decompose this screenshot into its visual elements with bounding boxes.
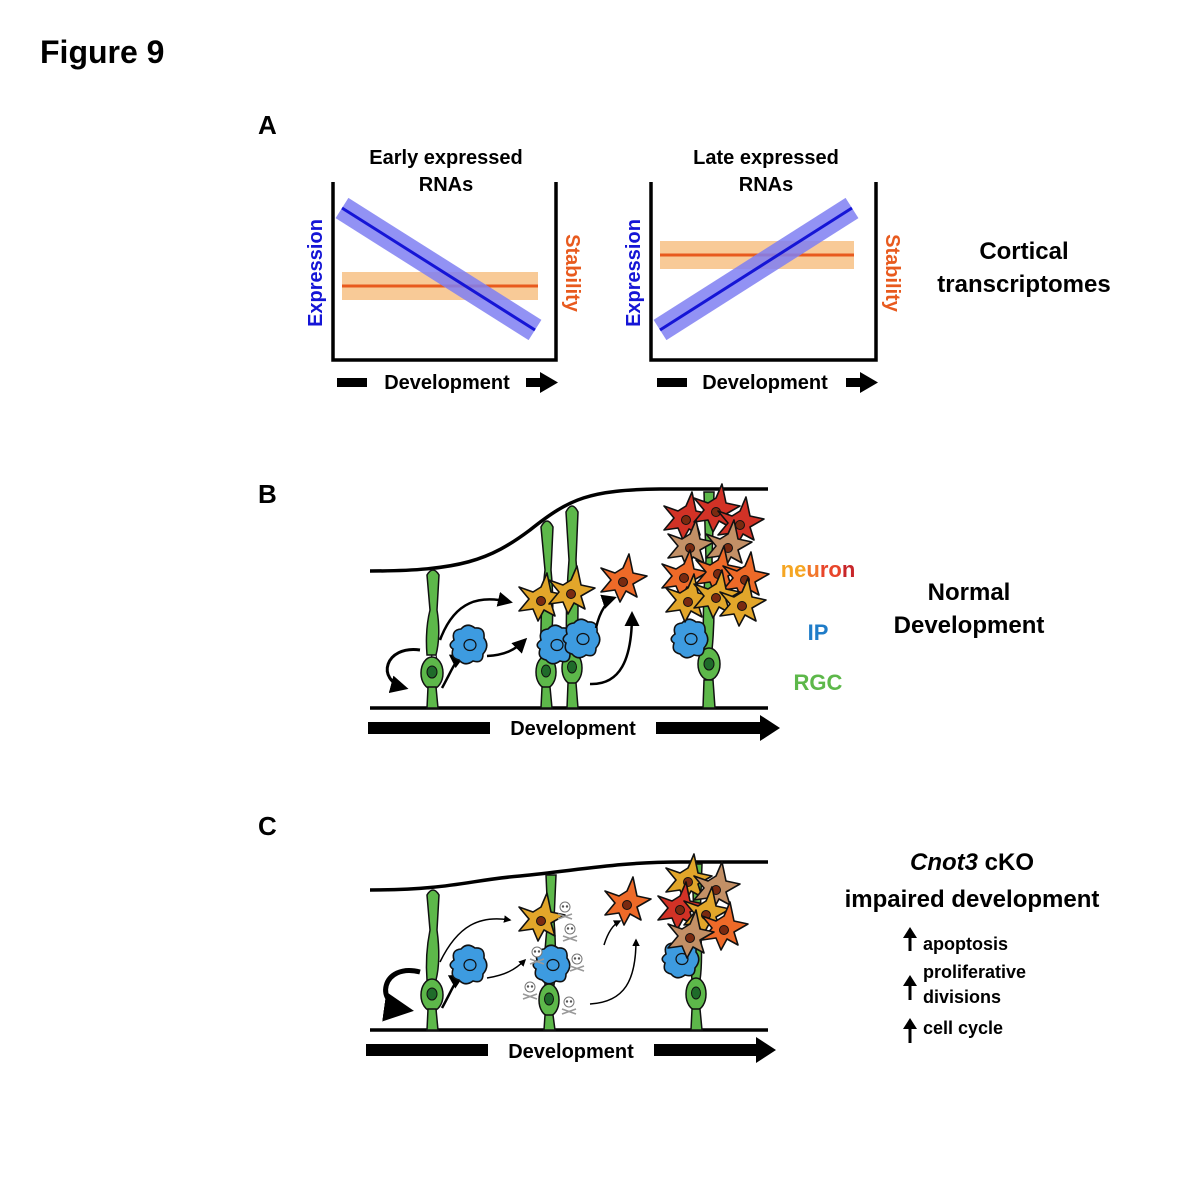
panel-a-side-text-line1: Cortical xyxy=(979,238,1068,265)
panel-c-label: C xyxy=(258,811,277,841)
late-expression-line xyxy=(659,206,853,332)
late-chart-title-line2: RNAs xyxy=(739,174,793,196)
c-self-renew-arrow-thick xyxy=(382,968,421,1022)
rgc-cell xyxy=(420,569,444,709)
normal-development-cortex: Development xyxy=(368,483,780,741)
c-arrow-to-migrating-neuron xyxy=(603,920,622,946)
neuron-cell xyxy=(600,553,648,603)
skull-icon xyxy=(522,981,538,1000)
up-arrow-icon xyxy=(903,975,917,1000)
ip-cell xyxy=(449,944,488,985)
legend-ip: IP xyxy=(808,620,829,645)
legend-neuron: neuron xyxy=(781,557,856,582)
impaired-development-cortex: Development xyxy=(366,853,776,1063)
b-arrow-ip-to-neuron xyxy=(486,637,528,658)
effect-apoptosis: apoptosis xyxy=(923,934,1008,954)
b-arrow-rgc-to-late-neuron xyxy=(589,611,640,686)
legend-neuron-ro: ro xyxy=(820,557,842,582)
early-dev-arrow-head xyxy=(526,372,558,393)
legend-neuron-ne: ne xyxy=(781,557,807,582)
panel-c-title-line2: impaired development xyxy=(845,886,1100,913)
skull-icon xyxy=(569,953,585,972)
cko-suffix: cKO xyxy=(978,849,1034,876)
rgc-cell xyxy=(420,889,444,1031)
figure-label: Figure 9 xyxy=(40,34,164,70)
ip-cell xyxy=(562,618,601,659)
b-dev-arrow-head xyxy=(656,715,780,741)
panel-a-side-text-line2: transcriptomes xyxy=(937,271,1110,298)
c-arrow-ip-to-neuron xyxy=(486,958,527,979)
panel-b-label: B xyxy=(258,479,277,509)
early-expression-line xyxy=(341,206,536,332)
legend-neuron-u: u xyxy=(806,557,819,582)
panel-a-label: A xyxy=(258,110,277,140)
b-arrow-to-migrating-neuron xyxy=(594,594,617,629)
panel-c-title-line1: Cnot3 cKO xyxy=(910,849,1034,876)
legend-neuron-n: n xyxy=(842,557,855,582)
b-pial-surface xyxy=(369,487,768,573)
c-pial-surface xyxy=(369,860,768,892)
early-expression-axis-label: Expression xyxy=(305,219,327,327)
effect-proliferative: proliferative xyxy=(923,962,1026,982)
b-development-label: Development xyxy=(510,718,636,740)
neuron-cell xyxy=(604,876,652,926)
legend-rgc: RGC xyxy=(794,670,843,695)
late-chart-axes xyxy=(649,182,878,362)
early-dev-arrow-tail xyxy=(337,378,367,387)
c-dev-arrow-tail xyxy=(366,1044,488,1056)
early-rnas-chart: Early expressed RNAs Expression Stabilit… xyxy=(305,147,583,394)
early-chart-title-line2: RNAs xyxy=(419,174,473,196)
ip-cell xyxy=(449,624,488,665)
early-chart-axes xyxy=(331,182,558,362)
b-self-renew-arrow xyxy=(385,648,421,693)
c-dev-arrow-head xyxy=(654,1037,776,1063)
effects-list: apoptosis proliferative divisions cell c… xyxy=(903,927,1026,1043)
skull-icon xyxy=(561,996,577,1015)
early-chart-title-line1: Early expressed xyxy=(369,147,522,169)
c-arrow-rgc-to-late-neuron xyxy=(589,938,640,1005)
panel-b-side-text-line1: Normal xyxy=(928,579,1011,606)
early-stability-axis-label: Stability xyxy=(561,234,583,313)
effect-divisions: divisions xyxy=(923,987,1001,1007)
late-stability-axis-label: Stability xyxy=(881,234,903,313)
late-chart-title-line1: Late expressed xyxy=(693,147,839,169)
late-expression-axis-label: Expression xyxy=(623,219,645,327)
cnot3-gene-name: Cnot3 xyxy=(910,849,979,876)
late-development-label: Development xyxy=(702,372,828,394)
late-rnas-chart: Late expressed RNAs Expression Stability… xyxy=(623,147,903,394)
up-arrow-icon xyxy=(903,927,917,951)
b-dev-arrow-tail xyxy=(368,722,490,734)
ip-cell xyxy=(670,618,709,659)
effect-cell-cycle: cell cycle xyxy=(923,1018,1003,1038)
b-arrow-rgc-to-neuron xyxy=(438,591,513,641)
up-arrow-icon xyxy=(903,1018,917,1043)
c-arrow-rgc-to-neuron xyxy=(439,915,512,963)
late-dev-arrow-tail xyxy=(657,378,687,387)
early-development-label: Development xyxy=(384,372,510,394)
panel-b-side-text-line2: Development xyxy=(894,612,1045,639)
neuron-cell xyxy=(518,892,566,942)
skull-icon xyxy=(562,923,578,942)
c-development-label: Development xyxy=(508,1041,634,1063)
late-dev-arrow-head xyxy=(846,372,878,393)
